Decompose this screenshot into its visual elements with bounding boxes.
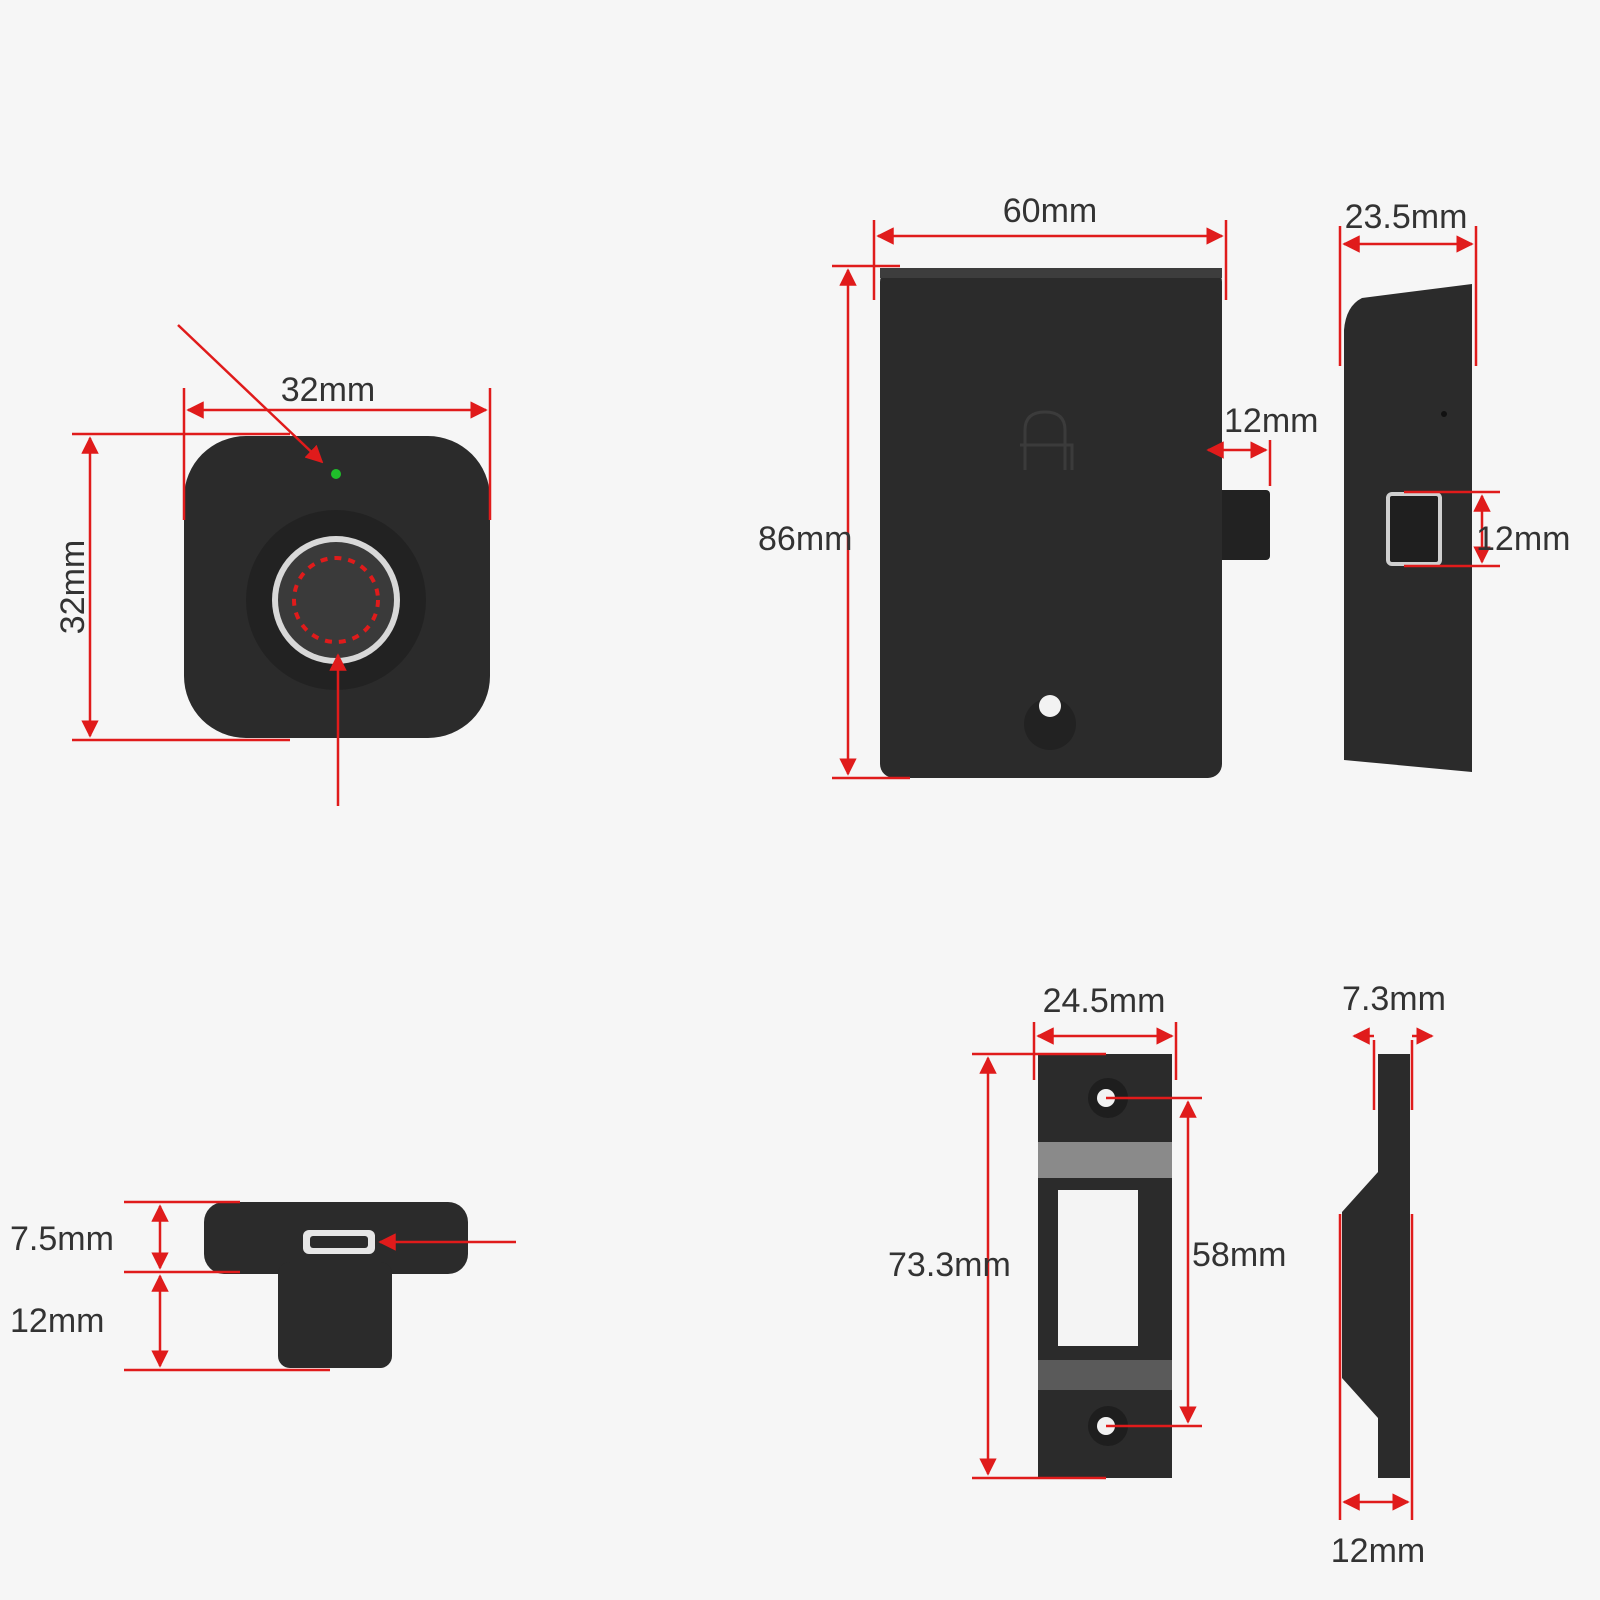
lock-bolt bbox=[1212, 490, 1270, 560]
strike-side-top-label: 7.3mm bbox=[1342, 980, 1446, 1018]
lock-bolt-label: 12mm bbox=[1224, 402, 1318, 440]
lock-logo-icon bbox=[1020, 410, 1074, 470]
strike-opening bbox=[1058, 1190, 1138, 1346]
lock-height-label: 86mm bbox=[758, 520, 852, 558]
lock-side-view: 23.5mm 12mm bbox=[1338, 198, 1570, 772]
strike-hole-spacing-label: 58mm bbox=[1192, 1236, 1286, 1274]
sensor-area-marker bbox=[292, 556, 380, 644]
lock-front-view: 60mm 86mm 12mm bbox=[758, 192, 1318, 780]
strike-side-view: 7.3mm 12mm bbox=[1331, 980, 1446, 1570]
reader-side-view: 7.5mm 12mm bbox=[10, 1200, 516, 1372]
reader-height-label: 32mm bbox=[54, 540, 92, 634]
lock-side-bolt-label: 12mm bbox=[1476, 520, 1570, 558]
reader-stem bbox=[278, 1262, 392, 1368]
strike-side-profile bbox=[1342, 1054, 1410, 1478]
reader-cap-label: 7.5mm bbox=[10, 1220, 114, 1258]
reader-width-label: 32mm bbox=[281, 371, 375, 409]
lock-screw-recess bbox=[1024, 698, 1076, 750]
reader-front-view: 32mm 32mm bbox=[54, 324, 492, 806]
reader-stem-label: 12mm bbox=[10, 1302, 104, 1340]
lock-depth-label: 23.5mm bbox=[1345, 198, 1468, 236]
strike-width-label: 24.5mm bbox=[1043, 982, 1166, 1020]
led-pointer bbox=[177, 324, 324, 464]
lock-width-label: 60mm bbox=[1003, 192, 1097, 230]
led-indicator-icon bbox=[331, 469, 341, 479]
lock-screw-hole bbox=[1039, 695, 1061, 717]
lock-side-bolt bbox=[1386, 492, 1442, 566]
strike-side-bottom-label: 12mm bbox=[1331, 1532, 1425, 1570]
strike-front-view: 24.5mm 73.3mm 58mm bbox=[888, 982, 1286, 1480]
lock-body bbox=[880, 268, 1222, 778]
strike-height-label: 73.3mm bbox=[888, 1246, 1011, 1284]
